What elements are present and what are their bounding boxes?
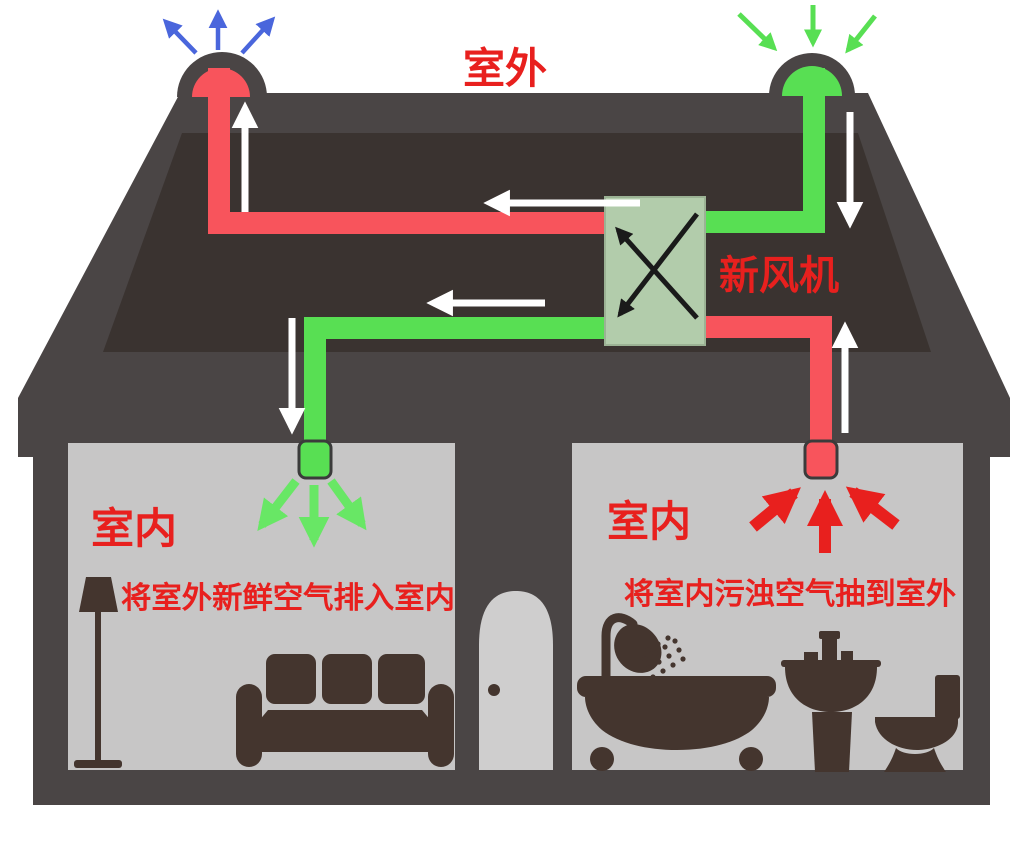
extract-grille xyxy=(803,439,839,480)
exhaust-duct-lower xyxy=(704,316,832,450)
indoor-left-label: 室内 xyxy=(91,505,177,552)
ductwork xyxy=(208,70,832,450)
bathroom-fixtures xyxy=(577,613,960,772)
floor-lamp-icon xyxy=(74,577,122,768)
exhaust-out-arrows-blue xyxy=(162,9,276,55)
supply-fan-arrows-green xyxy=(257,478,367,548)
fresh-air-duct-upper xyxy=(704,70,825,233)
labels: 室外 新风机 室内 室内 将室外新鲜空气排入室内 将室内污浊空气抽到室外 xyxy=(91,45,956,615)
left-room-furniture xyxy=(74,577,454,768)
intake-dome-vent-icon xyxy=(769,53,855,98)
toilet-icon xyxy=(875,675,960,772)
pedestal-sink-icon xyxy=(781,631,881,772)
roof-inner-surface xyxy=(103,133,931,352)
outdoor-label: 室外 xyxy=(463,45,547,92)
extract-suction-arrows-red xyxy=(749,486,900,553)
door-knob-icon xyxy=(488,684,500,696)
shower-spray xyxy=(642,635,686,680)
fresh-air-duct-lower xyxy=(304,317,607,450)
caption-right-label: 将室内污浊空气抽到室外 xyxy=(624,577,956,611)
door-icon xyxy=(479,591,553,770)
duct-flow-arrows xyxy=(231,101,864,435)
exhaust-duct-upper xyxy=(208,70,607,234)
heat-exchanger-unit xyxy=(604,196,706,346)
fresh-in-arrows-green xyxy=(737,5,877,54)
sofa-icon xyxy=(236,654,454,767)
roof-vents xyxy=(177,52,855,98)
caption-left-label: 将室外新鲜空气排入室内 xyxy=(121,581,455,615)
fresh-air-unit-label: 新风机 xyxy=(719,254,839,298)
supply-diffuser xyxy=(297,439,333,480)
indoor-right-label: 室内 xyxy=(607,498,691,545)
shower-bathtub-icon xyxy=(577,613,776,771)
heat-exchanger-cross-icon xyxy=(615,212,699,320)
exhaust-dome-vent-icon xyxy=(177,52,267,98)
